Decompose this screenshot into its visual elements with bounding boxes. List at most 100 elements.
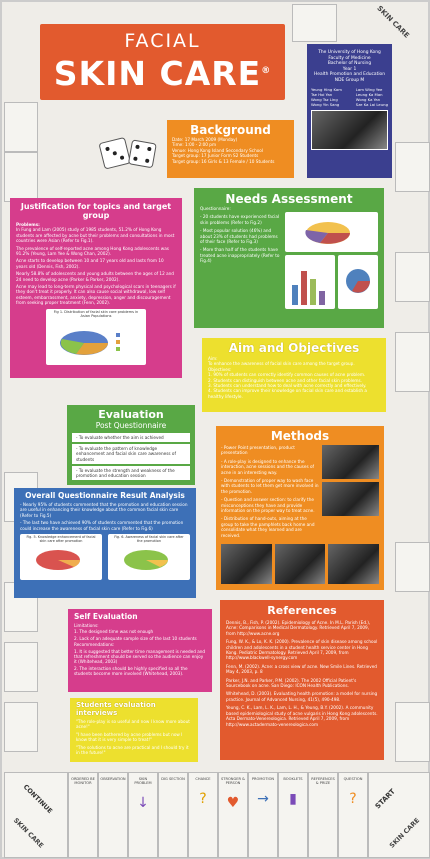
board-square: REFERENCES & PRIZE <box>308 772 338 858</box>
board-square <box>395 702 430 762</box>
board-square: SKIN PROBLEM↓ <box>128 772 158 858</box>
member-name: Leung Ka Man <box>355 91 383 97</box>
reference-item: Dennis, B., Fish, P. (2002). Epidemiolog… <box>226 620 371 636</box>
right-arrow-icon: → <box>257 791 269 808</box>
reference-item: Parker, J.N. and Parker, P.M. (2002). Th… <box>226 677 357 689</box>
references-heading: References <box>267 604 337 617</box>
students-eval-text: "The role-play is so useful and now I kn… <box>76 719 192 755</box>
evaluation-panel: Evaluation Post Questionnaire - To evalu… <box>67 405 195 485</box>
corner-label: SKIN CARE <box>387 816 422 850</box>
board-square <box>395 542 430 592</box>
question-icon: ? <box>349 791 357 808</box>
board-square: DIG SECTION <box>158 772 188 858</box>
evaluation-items: - To evaluate whether the aim is achieve… <box>72 433 190 481</box>
board-square: CHANCE? <box>188 772 218 858</box>
justification-heading: Justification for topics and target grou… <box>20 202 172 220</box>
background-line: Time: 1:00 - 2:00 pm <box>172 142 217 148</box>
methods-paragraph: - A role-play is designed to enhance the… <box>221 458 314 475</box>
overall-paragraph: - Nearly 95% of students commented that … <box>20 502 188 518</box>
booklet-icon: ▮ <box>289 791 297 808</box>
heart-icon: ♥ <box>226 795 240 812</box>
self-eval-text: Limitations:1. The designed time was not… <box>74 623 206 677</box>
evaluation-item: - To evaluate the strength and weakness … <box>72 465 190 481</box>
bar-figure-3 <box>292 271 325 305</box>
self-eval-paragraph: 2. The interaction should be highly spec… <box>74 665 188 677</box>
methods-photo-2 <box>322 482 379 516</box>
overall-paragraph: - The last two have achieved 90% of stud… <box>20 520 184 531</box>
reference-item: Fenn, M. (2002). Acne: a cross view of a… <box>226 663 377 675</box>
justification-paragraph: Acne starts to develop between 10 and 17… <box>16 258 164 269</box>
square-label: OBSERVATION <box>100 777 126 781</box>
overall-heading: Overall Questionnaire Result Analysis <box>25 491 185 500</box>
aim-objectives-panel: Aim and Objectives Aim:To enhance the aw… <box>202 338 386 412</box>
justification-panel: Justification for topics and target grou… <box>10 198 182 378</box>
university-line: NDE Group M <box>334 77 365 83</box>
pie-figure-1 <box>60 330 120 355</box>
title-line-2: SKIN CARE® <box>53 54 272 93</box>
justification-paragraph: Acne may lead to long-term physical and … <box>16 284 176 306</box>
university-line: Bachelor of Nursing <box>327 61 372 67</box>
board-square <box>395 252 430 302</box>
corner-bottom-right: START SKIN CARE <box>368 772 430 858</box>
background-heading: Background <box>190 123 271 137</box>
corner-skin-care-top-right: SKIN CARE <box>362 4 430 44</box>
figure-1-caption: Fig 1. Distribution of facial skin care … <box>53 309 139 318</box>
methods-paragraph: - Power Point presentation, product pres… <box>221 445 295 456</box>
post-questionnaire-heading: Post Questionnaire <box>95 421 167 430</box>
board-square: PROMOTION→ <box>248 772 278 858</box>
dice-icon <box>99 137 157 169</box>
pie-figure-2 <box>305 222 350 244</box>
evaluation-heading: Evaluation <box>98 408 164 421</box>
justification-paragraph: The prevalence of self-reported acne amo… <box>16 245 169 257</box>
justification-subheading: Problems: <box>16 222 40 227</box>
board-square <box>4 102 38 152</box>
board-square <box>395 332 430 392</box>
corner-label: SKIN CARE <box>375 4 411 40</box>
overall-text: - Nearly 95% of students commented that … <box>20 502 190 531</box>
member-name: Wong Ka Yan <box>355 96 381 102</box>
methods-photo-5 <box>328 544 380 585</box>
justification-paragraph: In Fung and Lam (2005) study of 1985 stu… <box>16 227 175 244</box>
university-line: Health Promotion and Education <box>313 72 386 78</box>
aims-paragraph: To enhance the awareness of facial skin … <box>208 361 355 367</box>
university-line: The University of Hong Kong <box>318 50 381 55</box>
aims-heading: Aim and Objectives <box>228 341 360 355</box>
pie-figure-5 <box>36 550 81 571</box>
board-square <box>4 152 38 202</box>
board-square: QUESTION? <box>338 772 368 858</box>
figure-4 <box>338 255 378 309</box>
square-label: CHANCE <box>195 777 211 781</box>
continue-label: CONTINUE <box>21 782 55 816</box>
needs-paragraph: - 20 students have experienced facial sk… <box>200 214 280 225</box>
board-square: OBSERVATION <box>98 772 128 858</box>
aims-paragraph: 2. Students can distinguish between acne… <box>208 377 363 383</box>
figure-5-caption: Fig. 5. Knowledge enhancement of facial … <box>26 535 96 544</box>
justification-paragraph: Nearly 58.8% of adolescents and young ad… <box>16 271 174 282</box>
down-arrow-icon: ↓ <box>137 795 149 812</box>
member-name: Sze Ka Lai Leung <box>355 101 388 107</box>
needs-paragraph: Questionnaire: <box>200 206 231 211</box>
member-name: Wong Yin Sang <box>311 101 340 107</box>
evaluation-item: - To evaluate the pattern of knowledge e… <box>72 444 190 464</box>
student-quote: "I have been bothered by acne problems b… <box>76 731 183 743</box>
methods-photo-1 <box>322 445 379 479</box>
methods-photo-4 <box>274 544 326 585</box>
needs-heading: Needs Assessment <box>225 192 353 206</box>
self-eval-paragraph: 1. The designed time was not enough <box>74 629 154 635</box>
needs-paragraph: - Most popular solution (46%) and about … <box>200 228 278 245</box>
square-label: REFERENCES & PRIZE <box>311 777 335 786</box>
university-line: Faculty of Medicine <box>328 55 371 61</box>
student-quote: "The solutions to acne are practical and… <box>76 744 189 756</box>
background-line: Venue: Hong Kong Island Secondary School <box>172 147 264 153</box>
poster-title: FACIAL SKIN CARE® <box>40 24 285 100</box>
square-label: STRONGER & PERSON <box>221 777 245 786</box>
aims-paragraph: 1. 90% of students can correctly identif… <box>208 372 366 378</box>
reference-item: Fung, W. K., & Lo, K. K. (2000). Prevale… <box>226 639 378 661</box>
title-line-1: FACIAL <box>124 30 201 52</box>
background-line: Target group: 16 Girls & 13 Female / 10 … <box>172 158 275 164</box>
